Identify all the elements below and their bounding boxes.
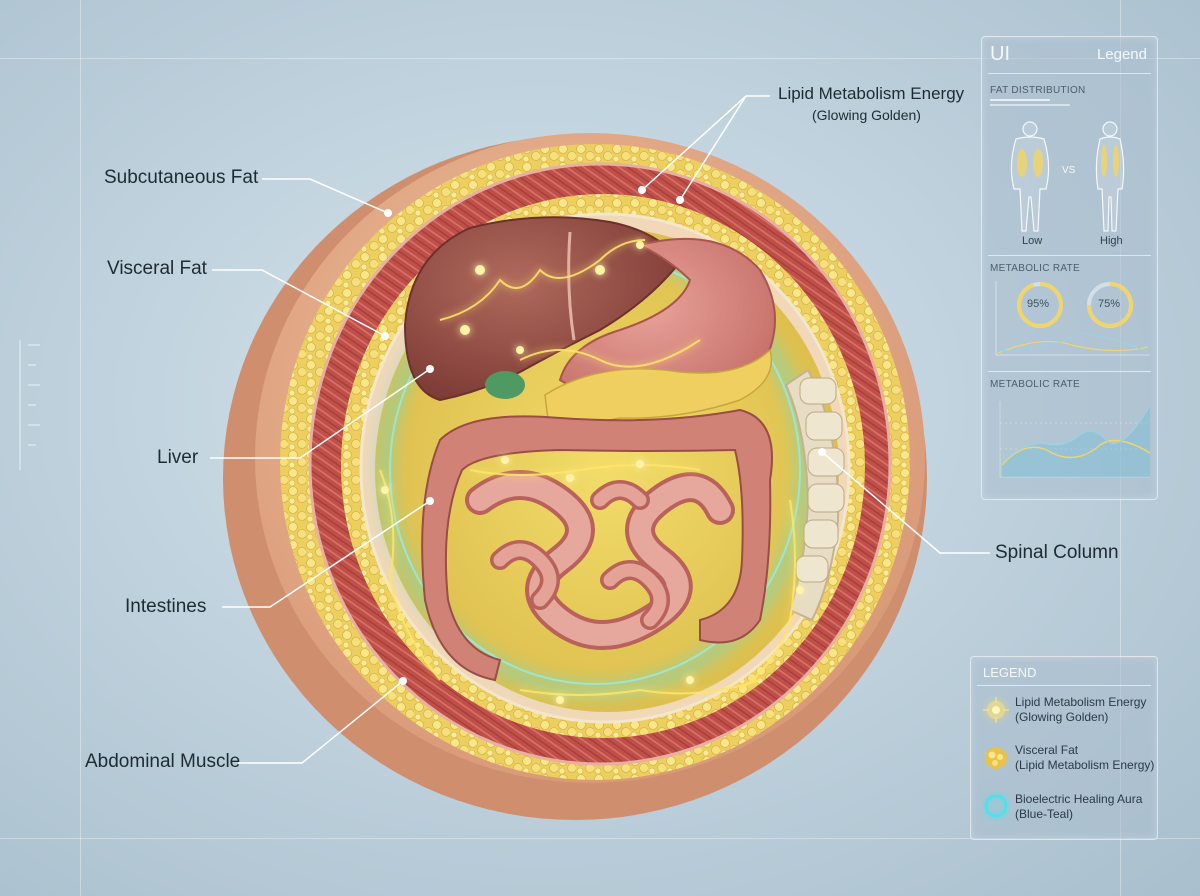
legend-item-lipid-line1: Lipid Metabolism Energy [1015,695,1147,709]
golden-spark-icon [983,697,1009,723]
side-ruler [19,340,40,470]
ui-label: UI [990,43,1010,65]
gauge-95-text: 95% [1027,298,1050,310]
metabolic-rate-title-2: METABOLIC RATE [990,379,1080,390]
grid-line [0,58,1200,59]
leader-dots [381,186,826,685]
fat-globule-icon [985,747,1007,769]
gauge-75-text: 75% [1098,298,1121,310]
liver [403,216,682,402]
legend-item-visceral-line2: (Lipid Metabolism Energy) [1015,758,1155,772]
panel-divider [988,255,1151,256]
legend-item-visceral-line1: Visceral Fat [1015,743,1079,757]
golden-spark-points [381,241,804,704]
teal-ring-icon [984,794,1008,818]
ui-stats-panel: UI Legend FAT DISTRIBUTION VS Low High M… [981,36,1158,500]
panel-divider [988,371,1151,372]
label-lipid-energy: Lipid Metabolism Energy [778,84,965,103]
legend-item-bioelectric: Bioelectric Healing Aura (Blue-Teal) [1015,792,1142,822]
label-lipid-energy-sub: (Glowing Golden) [812,107,921,123]
lipid-energy-paths [379,239,796,696]
low-label: Low [1022,235,1043,247]
large-intestine [421,408,773,682]
small-intestine [465,470,735,650]
fat-distribution-bars [990,99,1050,101]
pancreas [544,348,773,425]
legend-panel: LEGEND Lipid Metabolism Energy (Glowing … [970,656,1158,840]
label-abdominal-muscle: Abdominal Muscle [85,751,241,772]
label-spinal-column: Spinal Column [995,542,1119,563]
gauge-95-arc [1017,282,1063,328]
spinal-column [784,368,845,622]
metabolic-rate-area-chart [999,401,1151,478]
panel-divider [988,73,1151,74]
gallbladder [485,371,525,399]
leader-lines [210,95,990,764]
grid-line [80,0,81,896]
metabolic-rate-title-1: METABOLIC RATE [990,263,1080,274]
legend-item-bioelectric-line2: (Blue-Teal) [1015,807,1074,821]
label-liver: Liver [157,447,199,468]
legend-title: LEGEND [983,665,1037,680]
legend-header-label: Legend [1096,46,1147,63]
gauge-75-arc [1087,282,1133,328]
grid-line [0,838,1200,839]
high-label: High [1100,235,1123,247]
legend-item-bioelectric-line1: Bioelectric Healing Aura [1015,792,1143,806]
fat-distribution-bars [990,104,1070,106]
body-silhouettes [1010,121,1125,232]
panel-divider [977,685,1151,686]
legend-item-visceral-fat: Visceral Fat (Lipid Metabolism Energy) [1015,743,1154,773]
label-visceral-fat: Visceral Fat [107,258,207,279]
legend-item-lipid: Lipid Metabolism Energy (Glowing Golden) [1015,695,1146,725]
muscle-fascia-line [308,162,892,766]
metabolic-gauges-chart [995,281,1150,356]
label-subcutaneous-fat: Subcutaneous Fat [104,167,259,188]
fat-distribution-title: FAT DISTRIBUTION [990,85,1086,96]
liver-fissure [567,231,576,341]
legend-item-lipid-line2: (Glowing Golden) [1015,710,1109,724]
label-intestines: Intestines [125,596,207,617]
vs-label: VS [1062,165,1076,176]
